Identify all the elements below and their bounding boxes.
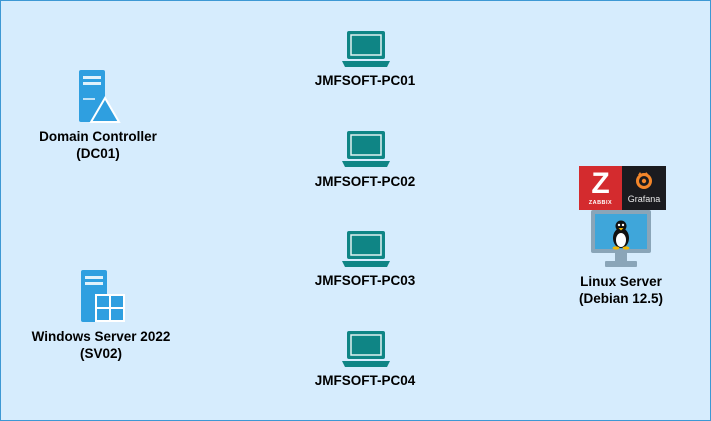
zabbix-logo-letter: Z	[591, 167, 610, 200]
grafana-logo-text: Grafana	[627, 194, 661, 204]
dc-label-line2: (DC01)	[76, 146, 120, 161]
linux-monitor-icon	[591, 210, 651, 267]
grafana-swirl-icon	[636, 172, 652, 189]
pc04-label: JMFSOFT-PC04	[314, 373, 416, 388]
ws-label-line1: Windows Server 2022	[31, 329, 171, 344]
laptop-icon	[342, 331, 390, 367]
laptop-icon	[342, 131, 390, 167]
laptop-icon	[342, 31, 390, 67]
server-icon	[79, 70, 121, 123]
zabbix-logo: Z ZABBIX	[579, 166, 622, 210]
ws-label-line2: (SV02)	[79, 346, 123, 361]
pc01-label: JMFSOFT-PC01	[314, 73, 416, 88]
grafana-logo: Grafana	[622, 166, 666, 210]
pc03-label: JMFSOFT-PC03	[314, 273, 416, 288]
windows-server-icon	[81, 270, 125, 322]
linux-label-line1: Linux Server	[580, 274, 662, 289]
pc02-label: JMFSOFT-PC02	[314, 174, 416, 189]
laptop-icon	[342, 231, 390, 267]
dc-label-line1: Domain Controller	[39, 129, 157, 144]
zabbix-logo-text: ZABBIX	[588, 200, 613, 206]
linux-label-line2: (Debian 12.5)	[578, 291, 664, 306]
